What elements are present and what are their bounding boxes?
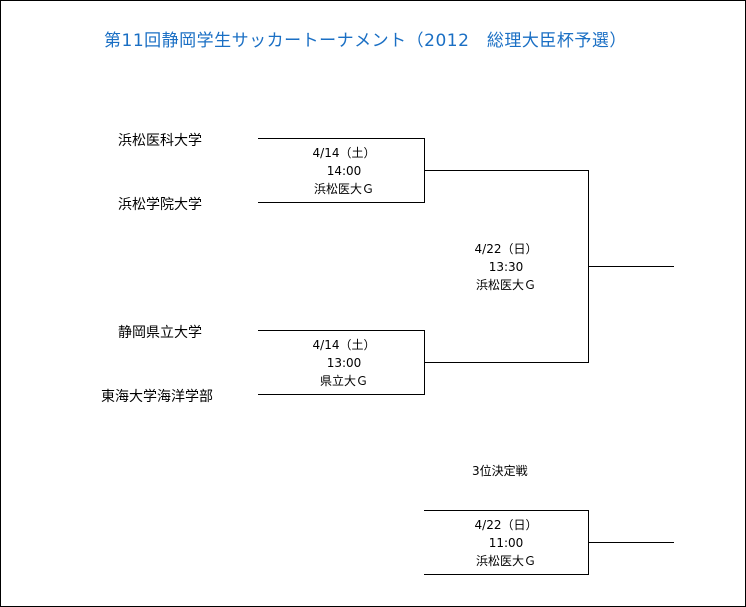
match-time: 13:00	[326, 356, 362, 370]
match-info-final: 4/22（日） 13:30 浜松医大Ｇ	[421, 240, 591, 294]
match-venue: 県立大Ｇ	[319, 374, 368, 388]
third-place-label: 3位決定戦	[472, 464, 528, 478]
team-name: 浜松学院大学	[118, 197, 202, 213]
match-time: 13:30	[488, 260, 524, 274]
team-name: 浜松医科大学	[118, 133, 202, 149]
match-date: 4/14（土）	[312, 338, 376, 352]
match-info-sf2: 4/14（土） 13:00 県立大Ｇ	[259, 336, 429, 390]
match-time: 14:00	[326, 164, 362, 178]
match-time: 11:00	[488, 536, 524, 550]
team-name: 静岡県立大学	[118, 325, 202, 341]
match-venue: 浜松医大Ｇ	[475, 554, 536, 568]
match-date: 4/22（日）	[474, 518, 538, 532]
team-name: 東海大学海洋学部	[101, 389, 213, 405]
match-date: 4/14（土）	[312, 146, 376, 160]
match-info-third: 4/22（日） 11:00 浜松医大Ｇ	[421, 516, 591, 570]
page-title: 第11回静岡学生サッカートーナメント（2012 総理大臣杯予選）	[104, 31, 627, 51]
match-venue: 浜松医大Ｇ	[475, 278, 536, 292]
match-info-sf1: 4/14（土） 14:00 浜松医大Ｇ	[259, 144, 429, 198]
match-date: 4/22（日）	[474, 242, 538, 256]
match-venue: 浜松医大Ｇ	[313, 182, 374, 196]
